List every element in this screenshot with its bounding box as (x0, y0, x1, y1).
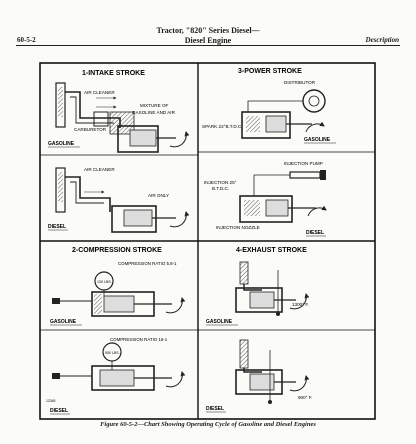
page-number: 60-5-2 (17, 36, 36, 44)
label-temp-diesel: 900° F. (298, 395, 312, 400)
crank-arc-diesel-compression (165, 371, 186, 388)
crank-arc-diesel-intake (169, 211, 190, 228)
cylinder-diesel-intake (111, 205, 157, 233)
label-fuel-diesel-intake: DIESEL (48, 224, 66, 230)
label-mixture-2: GASOLINE AND AIR (132, 110, 176, 115)
crank-arc-diesel-exhaust (289, 375, 310, 392)
compression-diesel-diagram (52, 342, 186, 391)
piston-diesel-compression (99, 369, 135, 387)
crank-arc-gas-intake (169, 131, 190, 148)
cylinder-gas-power (241, 111, 291, 139)
page-title-line2: Diesel Engine (184, 36, 232, 45)
label-fuel-gas-intake: GASOLINE (48, 141, 75, 147)
figure-caption: Figure 60-5-2—Chart Showing Operating Cy… (100, 421, 316, 428)
exhaust-pipe-gas (239, 261, 249, 285)
air-cleaner-gas (55, 82, 66, 128)
power-diesel-diagram (239, 170, 327, 223)
label-air-only: AIR ONLY (148, 193, 169, 198)
crank-arc-diesel-power (307, 205, 327, 217)
piston-gas-compression (103, 295, 135, 313)
exhaust-diesel-diagram (235, 339, 310, 404)
compression-gasoline-diagram (52, 271, 186, 317)
label-fuel-diesel-exhaust: DIESEL (206, 406, 224, 412)
piston-gas-intake (129, 129, 157, 147)
label-fuel-diesel-compression: DIESEL (50, 408, 68, 414)
compression-title: 2-COMPRESSION STROKE (72, 247, 162, 254)
label-ratio-gas: COMPRESSION RATIO 5.8-1 (118, 261, 177, 266)
distributor (302, 89, 326, 113)
carburetor-gas (93, 111, 109, 127)
figure-code: 12345 (46, 399, 56, 403)
piston-diesel-power (265, 199, 289, 217)
label-air-cleaner-diesel: AIR CLEANER (84, 167, 115, 172)
label-injection-nozzle: INJECTION NOZZLE (216, 225, 260, 230)
air-cleaner-diesel (55, 167, 66, 213)
label-fuel-gas-compression: GASOLINE (50, 319, 77, 325)
page-title-line1: Tractor, "820" Series Diesel— (156, 26, 260, 35)
label-spark: SPARK 22°B.T.D.C. (202, 124, 243, 129)
power-gasoline-diagram (241, 89, 326, 139)
label-injection-pump: INJECTION PUMP (284, 161, 323, 166)
crank-arc-gas-power (305, 121, 325, 133)
power-title: 3-POWER STROKE (238, 68, 302, 75)
label-gauge-gas: 130 LBS. (97, 280, 112, 284)
intake-diesel-diagram (55, 167, 190, 233)
label-gauge-diesel: 550 LBS. (105, 351, 120, 355)
intake-title: 1-INTAKE STROKE (82, 70, 145, 77)
crank-arc-gas-compression (165, 297, 186, 314)
intake-pipe-diesel (65, 176, 111, 212)
label-injection-btdc: B.T.D.C. (212, 186, 229, 191)
exhaust-gasoline-diagram (235, 261, 310, 316)
label-distributor: DISTRIBUTOR (284, 80, 316, 85)
cylinder-diesel-power (239, 195, 293, 223)
label-mixture: MIXTURE OF (140, 103, 169, 108)
label-air-cleaner-gas: AIR CLEANER (84, 90, 115, 95)
exhaust-pipe-diesel (239, 339, 249, 369)
piston-gas-exhaust (249, 291, 275, 309)
piston-diesel-intake (123, 209, 153, 227)
page-header: 60-5-2 Tractor, "820" Series Diesel— Die… (0, 0, 416, 60)
label-injection-timing: INJECTION 25° (204, 180, 237, 185)
cylinder-gas-intake (117, 125, 159, 153)
injection-pump (289, 171, 321, 179)
label-ratio-diesel: COMPRESSION RATIO 16-1 (110, 337, 168, 342)
label-fuel-diesel-power: DIESEL (306, 230, 324, 236)
header-rule (16, 45, 400, 46)
label-temp-gas: 1300° F. (292, 302, 309, 307)
piston-gas-power (265, 115, 287, 133)
intake-gasoline-diagram (55, 82, 190, 153)
crank-arc-gas-exhaust (289, 293, 310, 310)
label-fuel-gas-power: GASOLINE (304, 137, 331, 143)
label-carburetor: CARBURETOR (74, 127, 107, 132)
label-fuel-gas-exhaust: GASOLINE (206, 319, 233, 325)
section-label: Description (365, 36, 399, 44)
exhaust-title: 4-EXHAUST STROKE (236, 247, 307, 254)
